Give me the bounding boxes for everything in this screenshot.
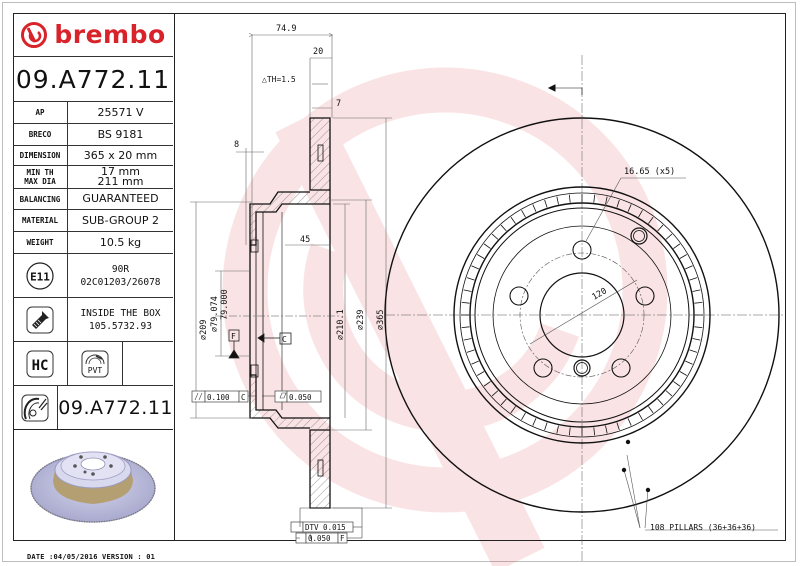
spec-value: 25571 V [97, 105, 144, 119]
svg-text:⌀79.074: ⌀79.074 [210, 296, 220, 332]
spec-value: 365 x 20 mm [83, 148, 158, 162]
spec-key: BRECO [13, 124, 68, 145]
svg-text:79.000: 79.000 [220, 289, 230, 320]
approval-line2: 02C01203/26078 [80, 276, 161, 288]
svg-text:△TH=1.5: △TH=1.5 [262, 75, 296, 84]
svg-text:7: 7 [336, 99, 341, 109]
svg-text:20: 20 [313, 47, 323, 57]
spec-key: MATERIAL [13, 210, 68, 231]
svg-text:C: C [282, 335, 287, 344]
spec-row-dimension: DIMENSION 365 x 20 mm [13, 146, 173, 166]
disc-caliper-icon [21, 394, 49, 421]
brembo-logo-icon [21, 21, 48, 48]
spec-row-weight: WEIGHT 10.5 kg [13, 232, 173, 254]
spec-key: BALANCING [13, 189, 68, 209]
svg-text:DTV 0.015: DTV 0.015 [305, 523, 346, 532]
spec-row-material: MATERIAL SUB-GROUP 2 [13, 210, 173, 232]
spec-row-breco: BRECO BS 9181 [13, 124, 173, 146]
spec-row-ap: AP 25571 V [13, 102, 173, 124]
e11-approval-icon: E11 [26, 261, 54, 290]
spec-key: DIMENSION [13, 146, 68, 165]
svg-text:120: 120 [591, 286, 609, 302]
svg-text:F: F [340, 534, 345, 543]
spec-value: 10.5 kg [99, 235, 142, 249]
approval-line1: 90R [111, 263, 130, 275]
pvt-badge-icon: PVT [81, 350, 109, 377]
approval-row: E11 90R 02C01203/26078 [13, 254, 173, 298]
svg-text:108 PILLARS (36+36+36): 108 PILLARS (36+36+36) [650, 523, 756, 532]
svg-text:⌀210.1: ⌀210.1 [336, 309, 346, 340]
screw-line1: INSIDE THE BOX [80, 307, 161, 319]
brand-logo: brembo [13, 13, 173, 57]
svg-text:74.9: 74.9 [276, 24, 296, 34]
brand-name: brembo [54, 20, 166, 49]
spec-key: AP [13, 102, 68, 123]
drawing-frame [13, 13, 786, 541]
svg-text:8: 8 [234, 140, 239, 150]
screw-row: INSIDE THE BOX 105.5732.93 [13, 298, 173, 342]
vent-pillars [461, 194, 703, 436]
spec-value: BS 9181 [97, 127, 144, 141]
spec-key: MIN TH MAX DIA [13, 166, 68, 188]
info-panel: brembo 09.A772.11 AP 25571 V BRECO BS 91… [13, 13, 175, 541]
spec-value: SUB-GROUP 2 [82, 213, 159, 227]
svg-text:16.65 (x5): 16.65 (x5) [624, 167, 675, 177]
svg-text:E11: E11 [30, 270, 50, 283]
hc-badge-icon: HC [26, 350, 54, 377]
spec-value: GUARANTEED [82, 192, 159, 205]
part-number: 09.A772.11 [13, 57, 173, 102]
svg-text:0.100: 0.100 [207, 393, 230, 402]
spec-row-balancing: BALANCING GUARANTEED [13, 189, 173, 210]
badge-row: HC PVT [13, 342, 173, 386]
svg-text:HC: HC [32, 358, 49, 374]
svg-text:⌀365: ⌀365 [376, 310, 386, 330]
spec-row-min-max: MIN TH MAX DIA 17 mm 211 mm [13, 166, 173, 189]
svg-text:0.050: 0.050 [289, 393, 312, 402]
spec-key: WEIGHT [13, 232, 68, 253]
svg-text:PVT: PVT [88, 366, 103, 375]
screw-icon [26, 306, 54, 333]
date-version-label: DATE :04/05/2016 VERSION : 01 [27, 553, 156, 561]
svg-text:⌀239: ⌀239 [356, 310, 366, 330]
svg-text:C: C [241, 393, 246, 402]
svg-text:45: 45 [300, 235, 310, 245]
section-view [215, 117, 340, 509]
svg-text:⌀209: ⌀209 [199, 320, 209, 340]
disc-3d-render [30, 451, 156, 523]
svg-text:0.050: 0.050 [308, 534, 331, 543]
reference-part-number: 09.A772.11 [58, 396, 173, 419]
reference-row: 09.A772.11 [13, 386, 173, 430]
front-view [384, 55, 785, 562]
svg-text:F: F [231, 332, 236, 341]
spec-value: 17 mm 211 mm [97, 165, 144, 188]
screw-line2: 105.5732.93 [89, 320, 152, 332]
